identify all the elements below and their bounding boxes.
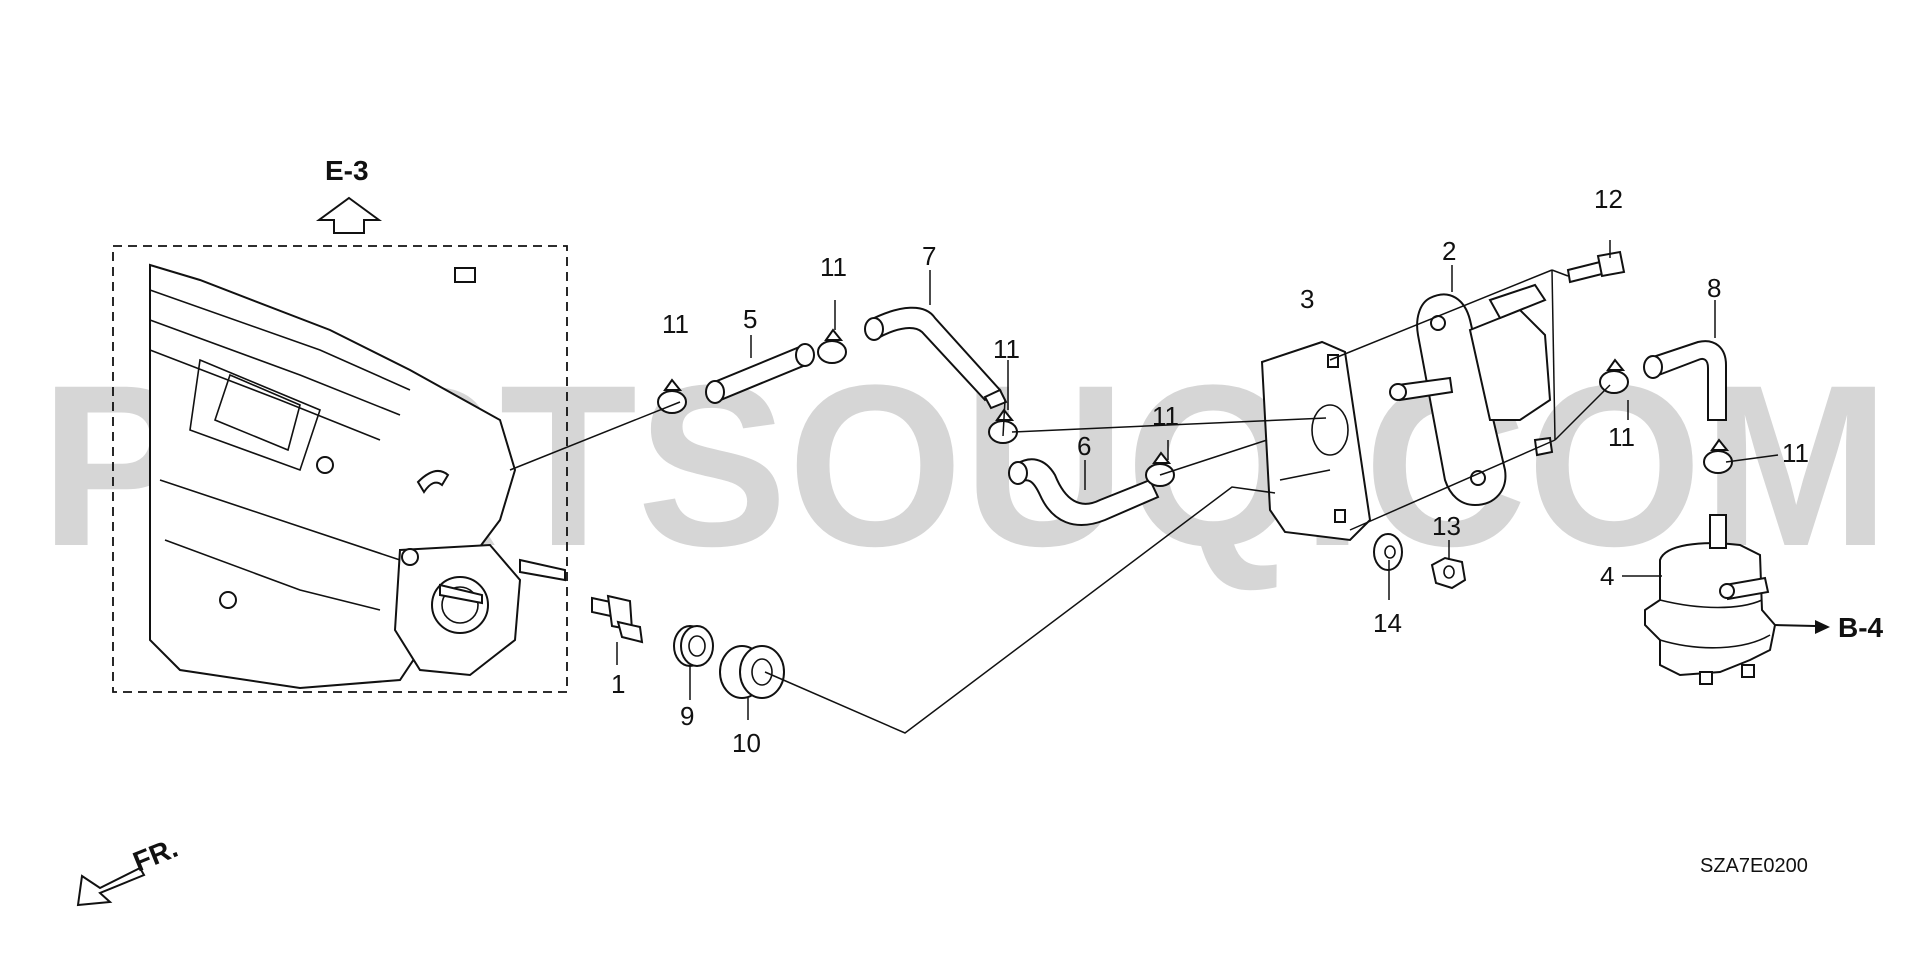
- callout-8[interactable]: 8: [1707, 273, 1721, 303]
- callout-5[interactable]: 5: [743, 304, 757, 334]
- diagram-code: SZA7E0200: [1700, 855, 1808, 877]
- part-5-tube[interactable]: [705, 343, 815, 404]
- front-arrow-icon: [76, 866, 146, 907]
- callout-11-d[interactable]: 11: [1152, 401, 1179, 431]
- callout-11-b[interactable]: 11: [820, 252, 847, 282]
- part-9-collar[interactable]: [673, 625, 714, 667]
- ref-b4-label[interactable]: B-4: [1838, 612, 1884, 643]
- part-8-hose[interactable]: [1643, 340, 1727, 421]
- callout-11-e[interactable]: 11: [1608, 422, 1635, 452]
- front-direction-indicator: FR.: [76, 832, 182, 907]
- callout-3[interactable]: 3: [1300, 284, 1314, 314]
- right-arrow-icon: [1774, 624, 1816, 627]
- part-4-canister[interactable]: [1644, 514, 1777, 685]
- part-3-bracket[interactable]: [1260, 340, 1372, 542]
- callout-4[interactable]: 4: [1600, 561, 1614, 591]
- part-11-clip-b[interactable]: [817, 328, 847, 364]
- up-arrow-icon: [315, 196, 383, 234]
- intake-manifold-inset: [112, 245, 568, 693]
- part-7-hose[interactable]: [864, 306, 1008, 410]
- callout-11-c[interactable]: 11: [993, 334, 1020, 364]
- part-10-grommet[interactable]: [719, 645, 785, 699]
- part-11-clip-e[interactable]: [1599, 358, 1629, 394]
- part-1-stud[interactable]: [591, 594, 644, 644]
- callout-2[interactable]: 2: [1442, 236, 1456, 266]
- callout-12[interactable]: 12: [1594, 184, 1623, 214]
- callout-9[interactable]: 9: [680, 701, 694, 731]
- leader-lines: [509, 240, 1779, 734]
- part-13-nut[interactable]: [1430, 556, 1467, 590]
- ref-e3-label[interactable]: E-3: [325, 155, 369, 186]
- arrow-head-icon: [1815, 620, 1830, 634]
- callout-11-f[interactable]: 11: [1782, 438, 1809, 468]
- part-2-solenoid[interactable]: [1389, 283, 1554, 507]
- callout-1[interactable]: 1: [611, 669, 625, 699]
- callout-10[interactable]: 10: [732, 728, 761, 758]
- intake-manifold-drawing: [149, 263, 566, 690]
- callout-14[interactable]: 14: [1373, 608, 1402, 638]
- callout-11-a[interactable]: 11: [662, 309, 689, 339]
- part-14-washer[interactable]: [1373, 533, 1403, 571]
- callout-7[interactable]: 7: [922, 241, 936, 271]
- callout-13[interactable]: 13: [1432, 511, 1461, 541]
- front-label: FR.: [129, 832, 182, 878]
- callout-6[interactable]: 6: [1077, 431, 1091, 461]
- part-6-hose[interactable]: [1008, 458, 1160, 526]
- part-12-bolt[interactable]: [1566, 250, 1626, 284]
- part-11-clip-f[interactable]: [1703, 438, 1733, 474]
